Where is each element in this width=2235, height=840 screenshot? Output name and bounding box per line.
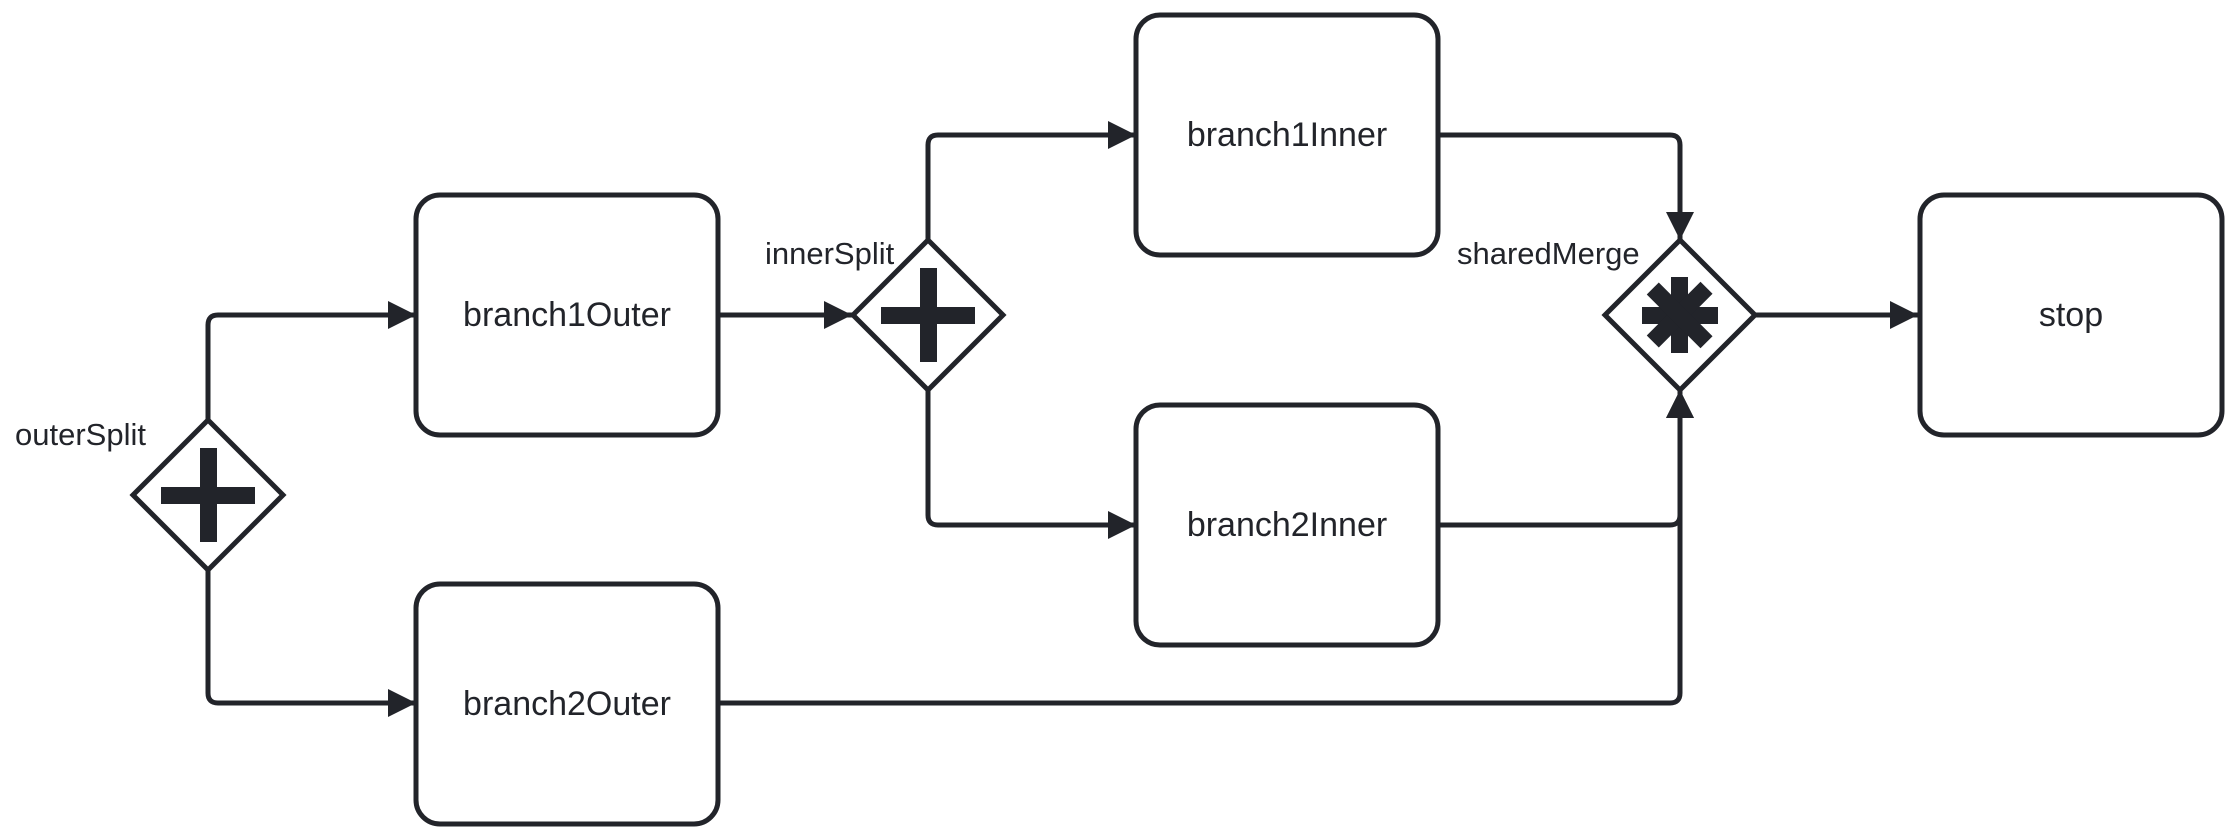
flow-outersplit-to-branch2outer[interactable] <box>205 570 416 717</box>
task-stop[interactable]: stop <box>1917 192 2225 438</box>
gateway-outersplit-label: outerSplit <box>15 417 146 452</box>
task-branch1inner-label: branch1Inner <box>1187 116 1387 154</box>
sequence-flows <box>205 121 1918 717</box>
parallel-plus-icon <box>881 268 975 362</box>
task-branch2outer-label: branch2Outer <box>463 685 671 723</box>
task-branch2inner[interactable]: branch2Inner <box>1133 402 1441 648</box>
task-branch2outer[interactable]: branch2Outer <box>413 581 721 827</box>
flow-innersplit-to-branch2inner[interactable] <box>925 390 1136 539</box>
flow-innersplit-to-branch1inner[interactable] <box>925 121 1136 240</box>
gateway-sharedmerge[interactable] <box>1601 236 1759 394</box>
task-branch2inner-label: branch2Inner <box>1187 506 1387 544</box>
gateway-innersplit[interactable] <box>849 236 1007 394</box>
flow-branch2outer-to-sharedmerge[interactable] <box>718 390 1694 706</box>
gateway-innersplit-label: innerSplit <box>765 236 895 271</box>
gateway-outersplit[interactable] <box>129 416 287 574</box>
task-stop-label: stop <box>2039 296 2103 334</box>
flow-branch1inner-to-sharedmerge[interactable] <box>1438 132 1694 240</box>
task-branch1inner[interactable]: branch1Inner <box>1133 12 1441 258</box>
task-branch1outer-label: branch1Outer <box>463 296 671 334</box>
task-branch1outer[interactable]: branch1Outer <box>413 192 721 438</box>
complex-asterisk-icon <box>1642 277 1718 353</box>
parallel-plus-icon <box>161 448 255 542</box>
gateway-sharedmerge-label: sharedMerge <box>1457 236 1640 271</box>
flow-outersplit-to-branch1outer[interactable] <box>205 301 416 420</box>
flow-branch2inner-to-sharedmerge[interactable] <box>1438 390 1694 528</box>
